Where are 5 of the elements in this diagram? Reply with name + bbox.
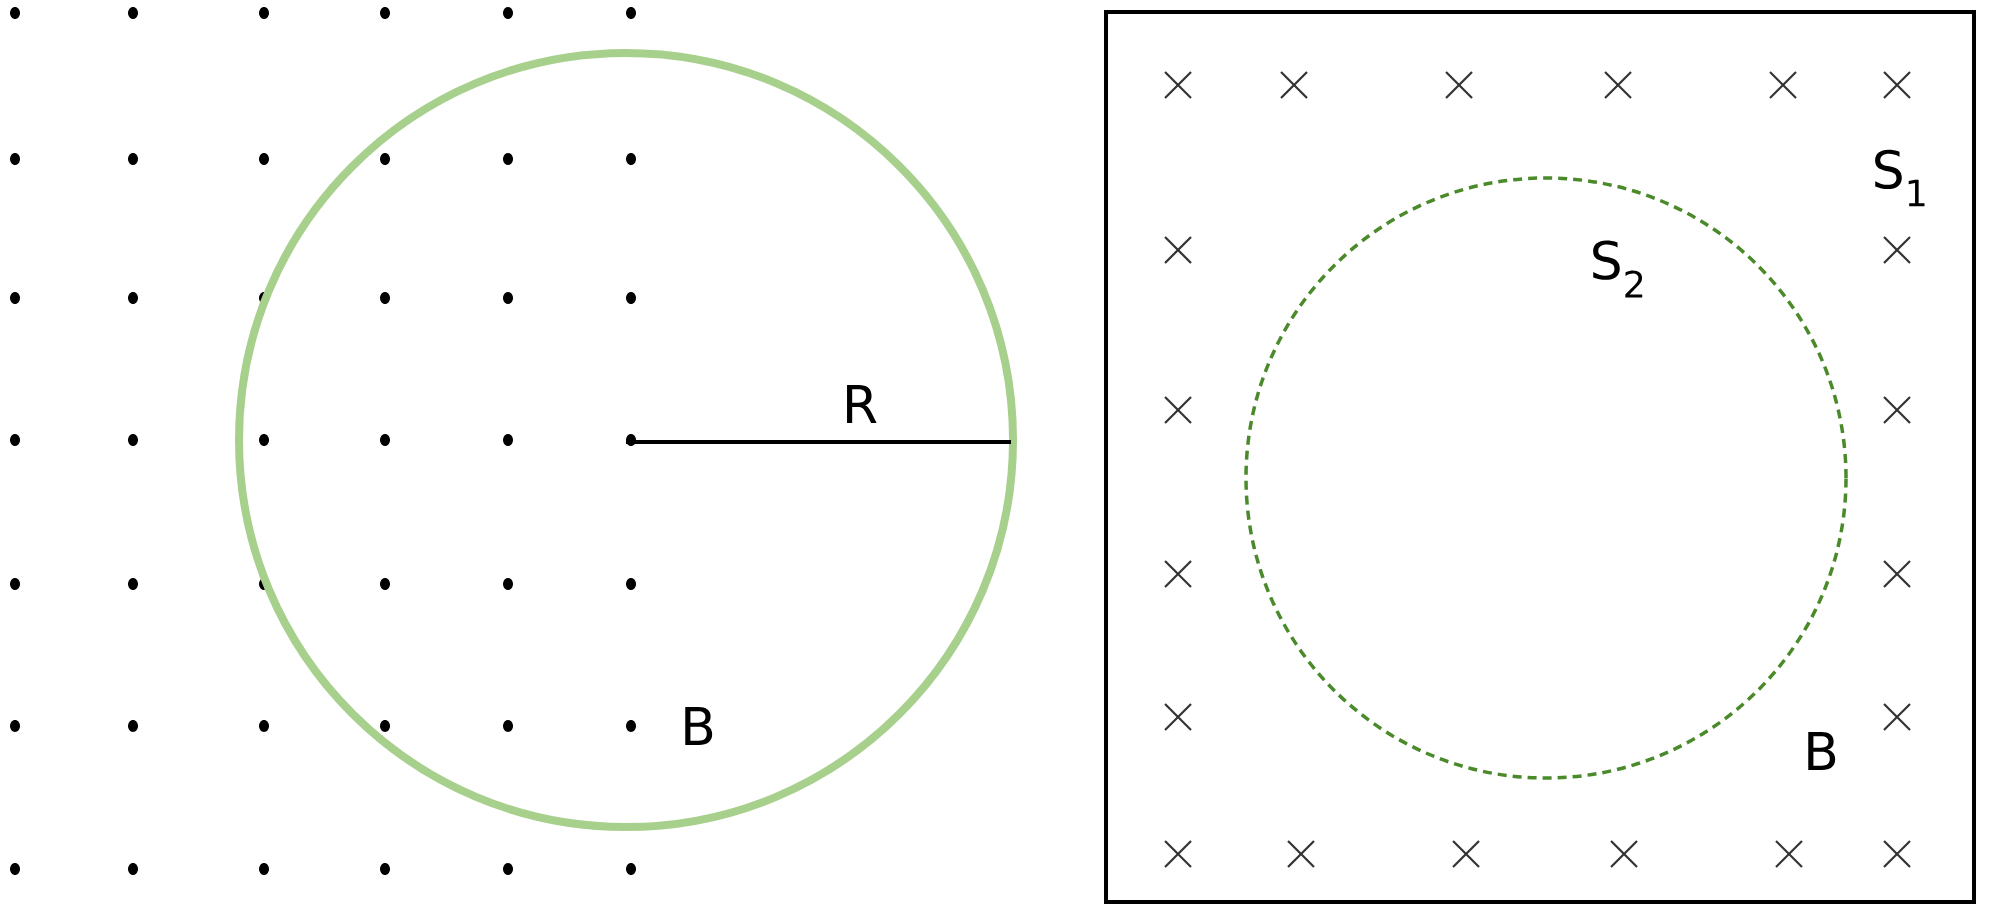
symbol-label: B <box>685 707 713 745</box>
symbol-label: S$_{2}$ <box>1593 240 1643 298</box>
symbol-label: B <box>1808 732 1836 770</box>
symbol-label: R <box>847 385 877 423</box>
symbol-label: S$_{1}$ <box>1875 149 1925 207</box>
